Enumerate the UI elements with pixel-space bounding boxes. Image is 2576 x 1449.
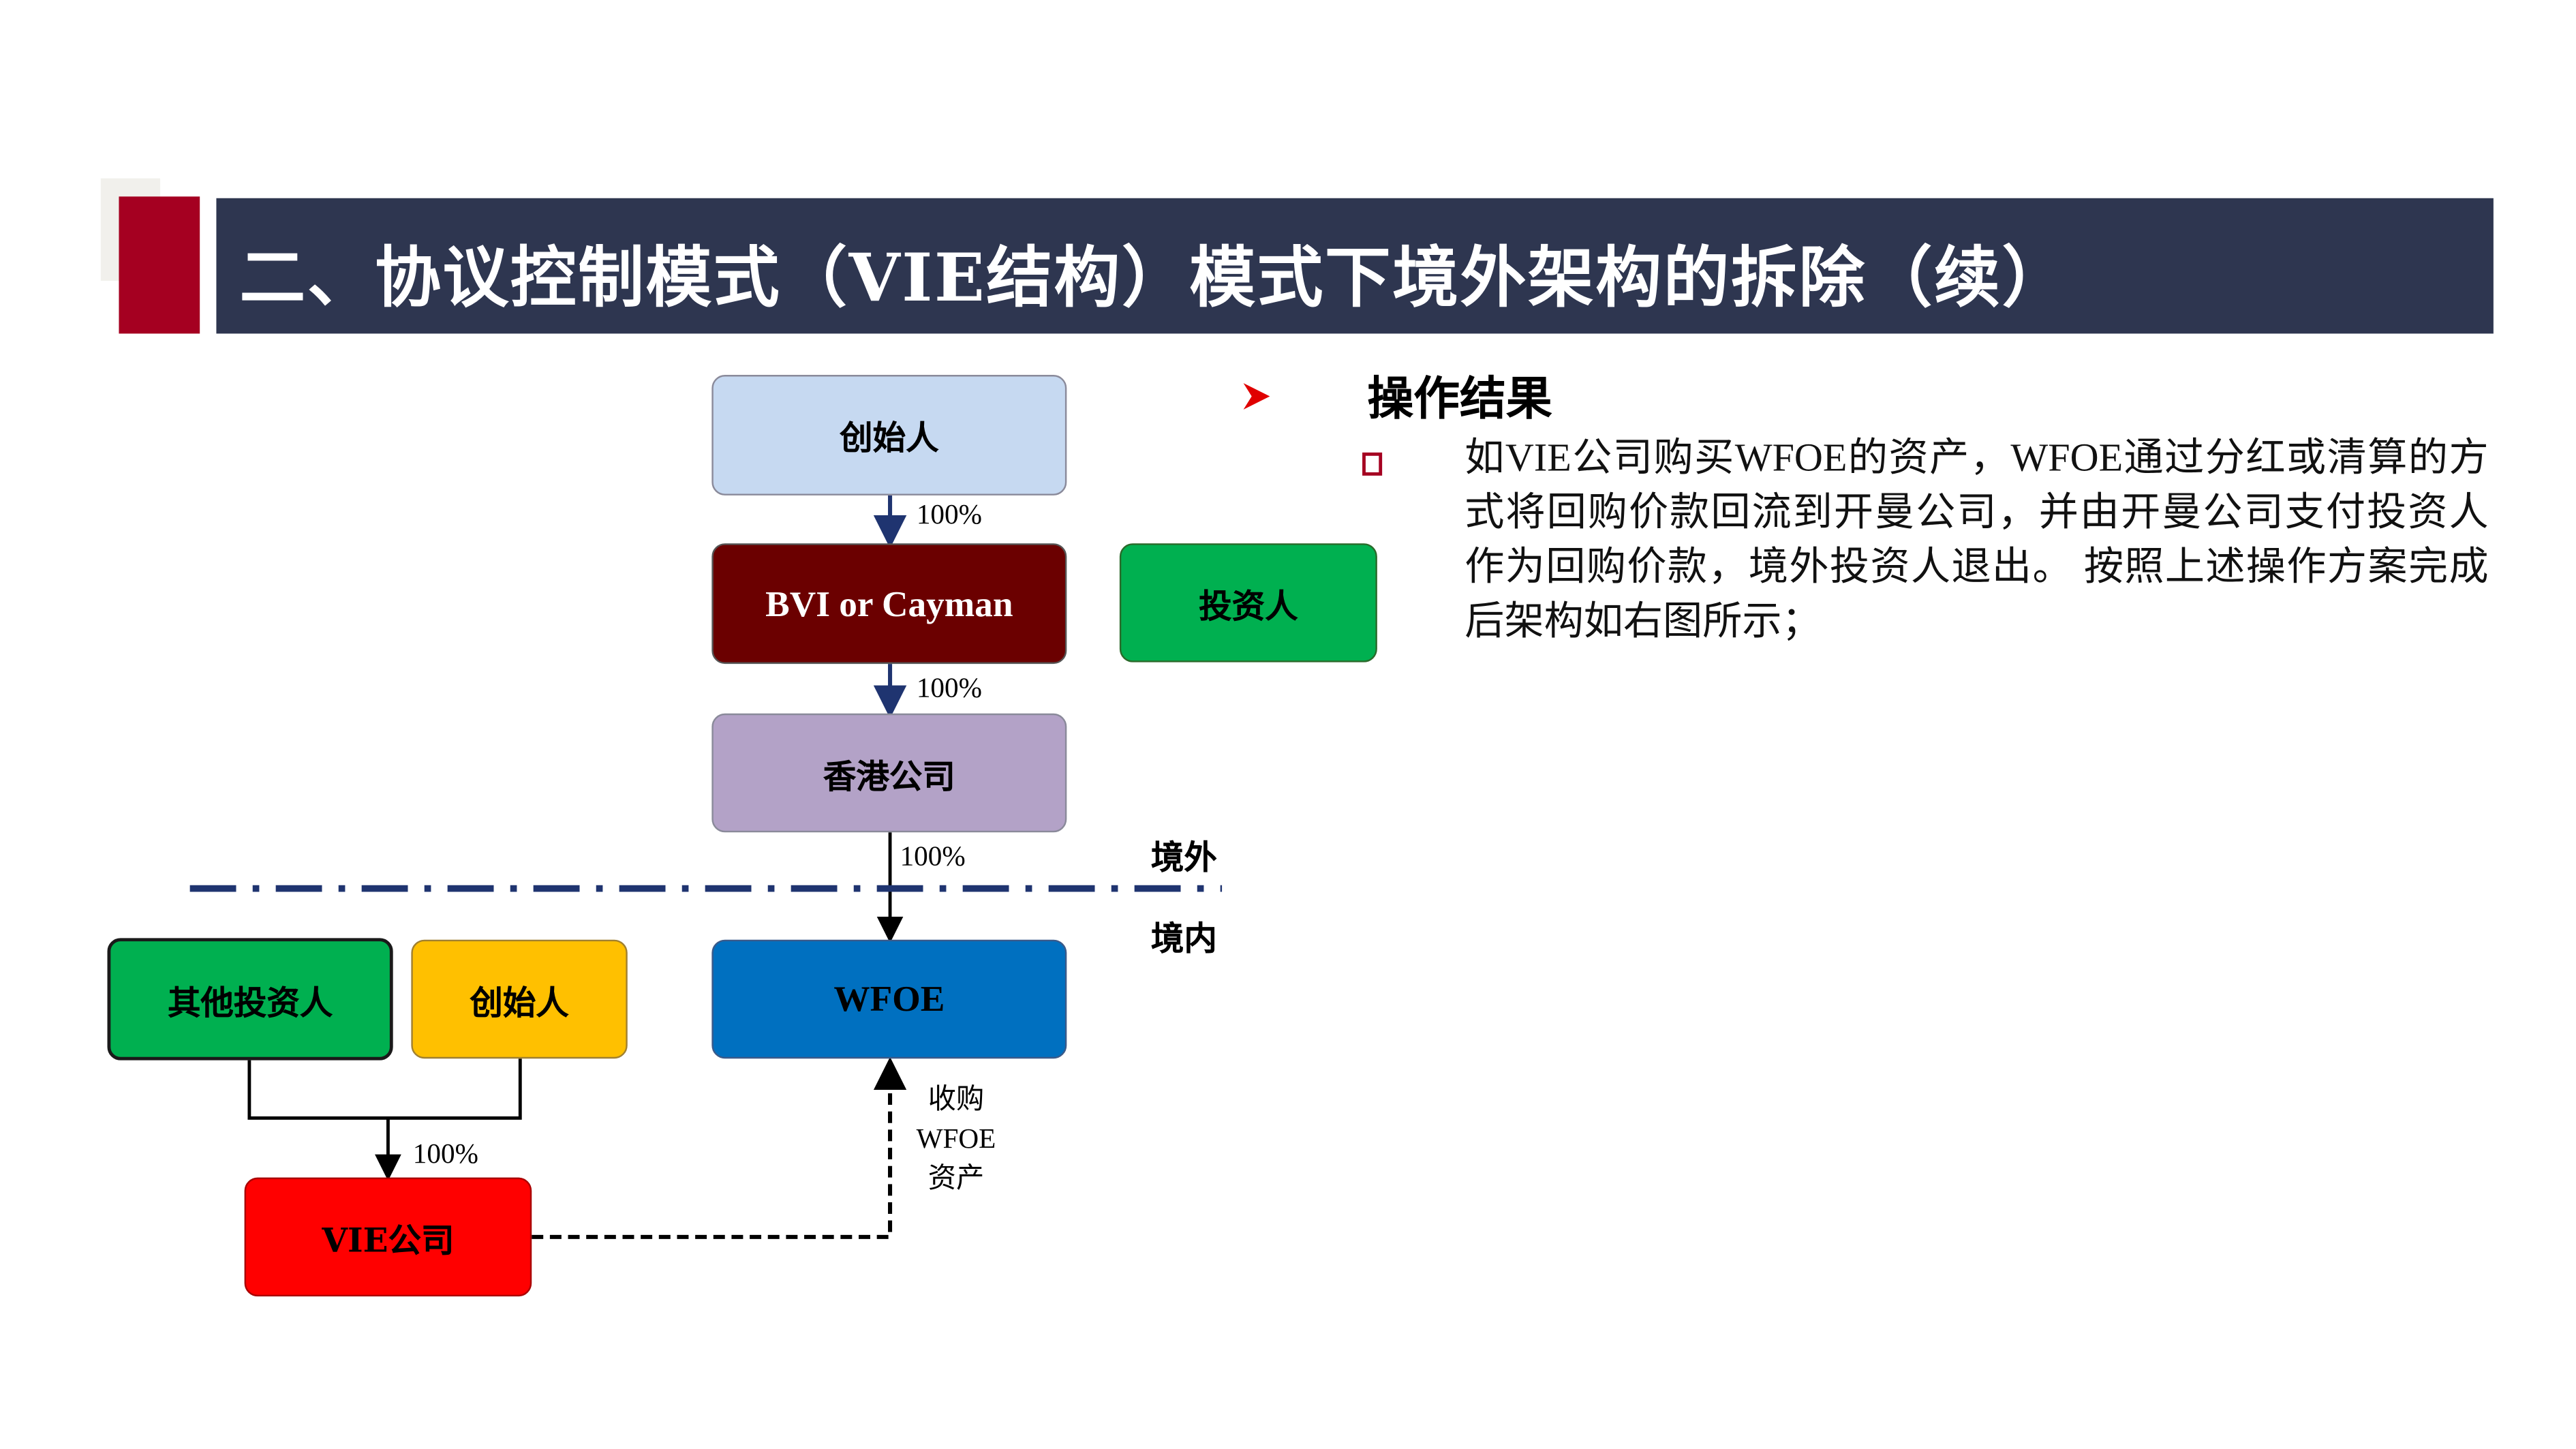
investor-box: 投资人 [1119, 543, 1377, 662]
onshore-label: 境内 [1150, 918, 1217, 958]
wfoe-box: WFOE [711, 939, 1067, 1059]
bvi-box: BVI or Cayman [711, 543, 1067, 665]
page-title: 二、协议控制模式（VIE结构）模式下境外架构的拆除（续） [239, 239, 2070, 318]
founder-top-box: 创始人 [711, 375, 1067, 495]
arrow-bullet-icon [1243, 383, 1270, 410]
pct-vie: 100% [412, 1138, 478, 1170]
pct-hk-wfoe: 100% [900, 840, 966, 872]
offshore-label: 境外 [1150, 837, 1217, 877]
shareholder-lines [247, 1058, 522, 1120]
header-deco-red [119, 196, 200, 334]
acquire-label-line1: 收购 [927, 1083, 985, 1115]
section-heading: 操作结果 [1367, 371, 1552, 427]
square-bullet-icon [1362, 452, 1383, 476]
result-paragraph: 如VIE公司购买WFOE的资产，WFOE通过分红或清算的方式将回购价款回流到开曼… [1465, 438, 2489, 645]
acquire-label-line3: 资产 [927, 1162, 985, 1194]
acquire-label-line2: WFOE [916, 1123, 996, 1155]
header-bar [216, 198, 2494, 334]
hk-company-box: 香港公司 [711, 713, 1067, 833]
pct-bvi-hk: 100% [916, 672, 982, 704]
acquire-dashed-arrow [532, 1056, 907, 1239]
vie-company-box: VIE公司 [244, 1177, 532, 1297]
founder-bottom-box: 创始人 [411, 939, 628, 1059]
pct-founder-bvi: 100% [916, 498, 982, 530]
acquire-label: 收购 WFOE 资产 [891, 1080, 1020, 1199]
other-investors-box: 其他投资人 [107, 938, 393, 1061]
